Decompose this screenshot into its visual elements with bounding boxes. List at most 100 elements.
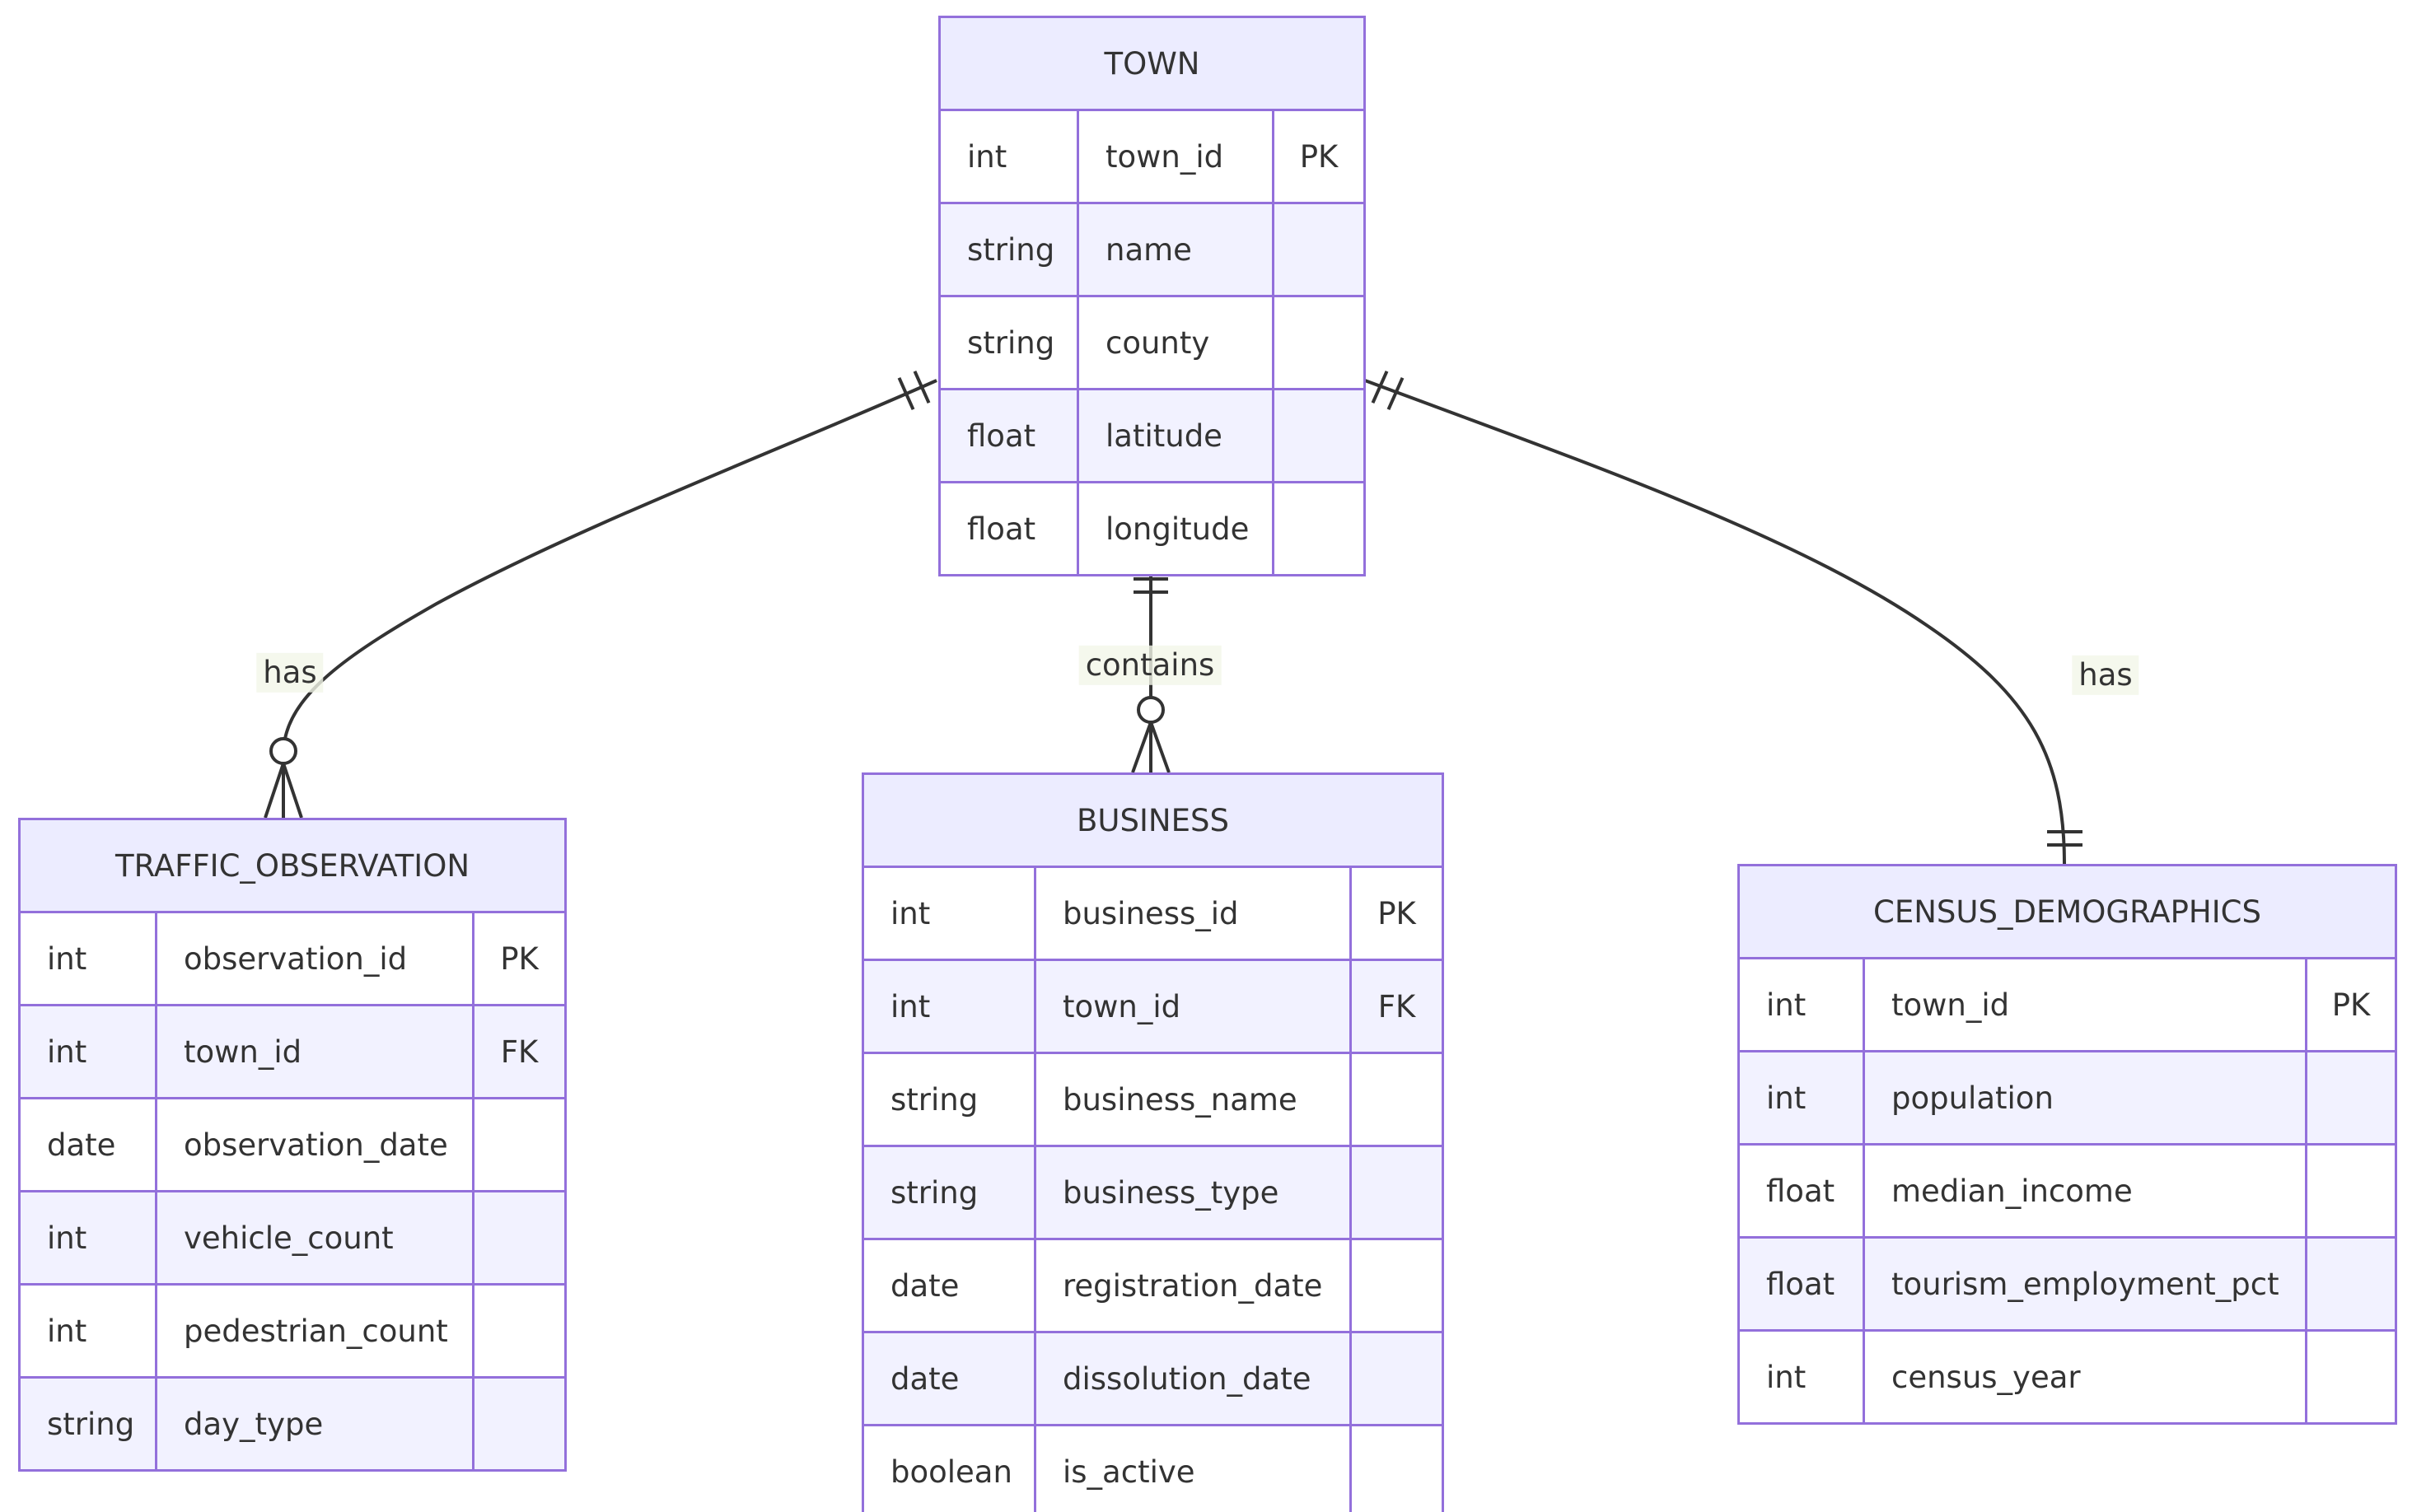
- attr-name-cell: vehicle_count: [155, 1190, 474, 1286]
- attr-key-cell: PK: [2305, 957, 2397, 1052]
- attr-name-cell: tourism_employment_pct: [1863, 1236, 2307, 1332]
- attribute-row: int town_id FK: [18, 1004, 567, 1099]
- relationship-line: [1364, 379, 2066, 865]
- attr-key-cell: PK: [1271, 109, 1367, 204]
- entity-title: TOWN: [937, 16, 1367, 111]
- relationship-label-has-traffic: has: [256, 652, 324, 693]
- attr-key-cell: [1271, 481, 1367, 576]
- attribute-row: int business_id PK: [862, 866, 1445, 961]
- attribute-row: float median_income: [1737, 1143, 2397, 1239]
- attr-type-cell: date: [18, 1097, 157, 1192]
- cardinality-zero-circle: [269, 737, 297, 765]
- attr-type-cell: float: [938, 388, 1079, 483]
- attr-name-cell: pedestrian_count: [155, 1283, 474, 1379]
- attribute-row: date dissolution_date: [862, 1331, 1445, 1426]
- attr-key-cell: [472, 1376, 567, 1472]
- attr-type-cell: int: [18, 1004, 157, 1099]
- attr-type-cell: int: [18, 911, 157, 1006]
- attribute-row: string day_type: [18, 1376, 567, 1472]
- attribute-row: int population: [1737, 1050, 2397, 1146]
- relationship-line: [283, 379, 937, 740]
- attr-key-cell: [472, 1283, 567, 1379]
- attribute-row: int town_id PK: [1737, 957, 2397, 1052]
- crow-foot-many: [1131, 721, 1171, 773]
- attr-name-cell: is_active: [1034, 1424, 1352, 1512]
- attr-key-cell: [1349, 1238, 1445, 1333]
- attr-name-cell: town_id: [1077, 109, 1274, 204]
- attribute-row: string business_name: [862, 1052, 1445, 1147]
- attr-type-cell: int: [1737, 957, 1865, 1052]
- attr-type-cell: float: [1737, 1236, 1865, 1332]
- attr-name-cell: county: [1077, 295, 1274, 390]
- attr-key-cell: [1349, 1331, 1445, 1426]
- attr-key-cell: PK: [1349, 866, 1445, 961]
- attr-type-cell: int: [18, 1190, 157, 1286]
- attr-name-cell: town_id: [155, 1004, 474, 1099]
- attr-type-cell: float: [1737, 1143, 1865, 1239]
- cardinality-one-tick: [897, 377, 915, 410]
- cardinality-one-tick: [1386, 377, 1405, 410]
- entity-title: BUSINESS: [861, 772, 1445, 868]
- attr-key-cell: [472, 1190, 567, 1286]
- entity-title: TRAFFIC_OBSERVATION: [18, 818, 567, 913]
- entity-header: TRAFFIC_OBSERVATION: [18, 818, 567, 913]
- attribute-row: string name: [938, 202, 1367, 297]
- attr-name-cell: town_id: [1863, 957, 2307, 1052]
- attribute-row: int vehicle_count: [18, 1190, 567, 1286]
- attr-type-cell: string: [938, 295, 1079, 390]
- attr-name-cell: business_name: [1034, 1052, 1352, 1147]
- attr-key-cell: [1271, 295, 1367, 390]
- entity-header: TOWN: [937, 16, 1367, 111]
- attr-type-cell: string: [938, 202, 1079, 297]
- attr-type-cell: string: [862, 1052, 1036, 1147]
- attr-name-cell: name: [1077, 202, 1274, 297]
- attr-name-cell: business_type: [1034, 1145, 1352, 1240]
- entity-business: BUSINESS int business_id PK int town_id …: [861, 772, 1445, 1512]
- attr-key-cell: PK: [472, 911, 567, 1006]
- attribute-row: string county: [938, 295, 1367, 390]
- attr-key-cell: [1349, 1424, 1445, 1512]
- attribute-row: int pedestrian_count: [18, 1283, 567, 1379]
- attribute-row: string business_type: [862, 1145, 1445, 1240]
- attr-type-cell: int: [1737, 1329, 1865, 1425]
- entity-census-demographics: CENSUS_DEMOGRAPHICS int town_id PK int p…: [1737, 864, 2397, 1425]
- attr-name-cell: census_year: [1863, 1329, 2307, 1425]
- entity-town: TOWN int town_id PK string name string c…: [937, 16, 1367, 576]
- attr-key-cell: FK: [1349, 959, 1445, 1054]
- relationship-town-traffic-observation: [264, 371, 937, 819]
- attr-name-cell: dissolution_date: [1034, 1331, 1352, 1426]
- attr-type-cell: int: [1737, 1050, 1865, 1146]
- cardinality-zero-circle: [1137, 696, 1165, 724]
- attr-name-cell: median_income: [1863, 1143, 2307, 1239]
- attr-name-cell: population: [1863, 1050, 2307, 1146]
- attr-name-cell: business_id: [1034, 866, 1352, 961]
- attr-key-cell: [1271, 388, 1367, 483]
- attr-key-cell: [1349, 1145, 1445, 1240]
- attr-type-cell: int: [862, 959, 1036, 1054]
- entity-header: CENSUS_DEMOGRAPHICS: [1737, 864, 2397, 959]
- attr-name-cell: observation_date: [155, 1097, 474, 1192]
- attr-key-cell: [2305, 1050, 2397, 1146]
- crow-foot-many: [264, 763, 303, 819]
- attr-name-cell: latitude: [1077, 388, 1274, 483]
- attr-type-cell: int: [938, 109, 1079, 204]
- attr-type-cell: string: [862, 1145, 1036, 1240]
- attribute-row: boolean is_active: [862, 1424, 1445, 1512]
- attribute-row: date registration_date: [862, 1238, 1445, 1333]
- attr-name-cell: day_type: [155, 1376, 474, 1472]
- attr-key-cell: FK: [472, 1004, 567, 1099]
- entity-traffic-observation: TRAFFIC_OBSERVATION int observation_id P…: [18, 818, 567, 1472]
- attribute-row: int town_id PK: [938, 109, 1367, 204]
- attr-name-cell: town_id: [1034, 959, 1352, 1054]
- attribute-row: int observation_id PK: [18, 911, 567, 1006]
- cardinality-one-tick: [913, 371, 931, 404]
- attr-name-cell: registration_date: [1034, 1238, 1352, 1333]
- attribute-row: int census_year: [1737, 1329, 2397, 1425]
- attribute-row: float longitude: [938, 481, 1367, 576]
- attribute-row: float tourism_employment_pct: [1737, 1236, 2397, 1332]
- attr-name-cell: observation_id: [155, 911, 474, 1006]
- relationship-label-has-census: has: [2072, 655, 2139, 696]
- attr-type-cell: date: [862, 1331, 1036, 1426]
- attr-type-cell: boolean: [862, 1424, 1036, 1512]
